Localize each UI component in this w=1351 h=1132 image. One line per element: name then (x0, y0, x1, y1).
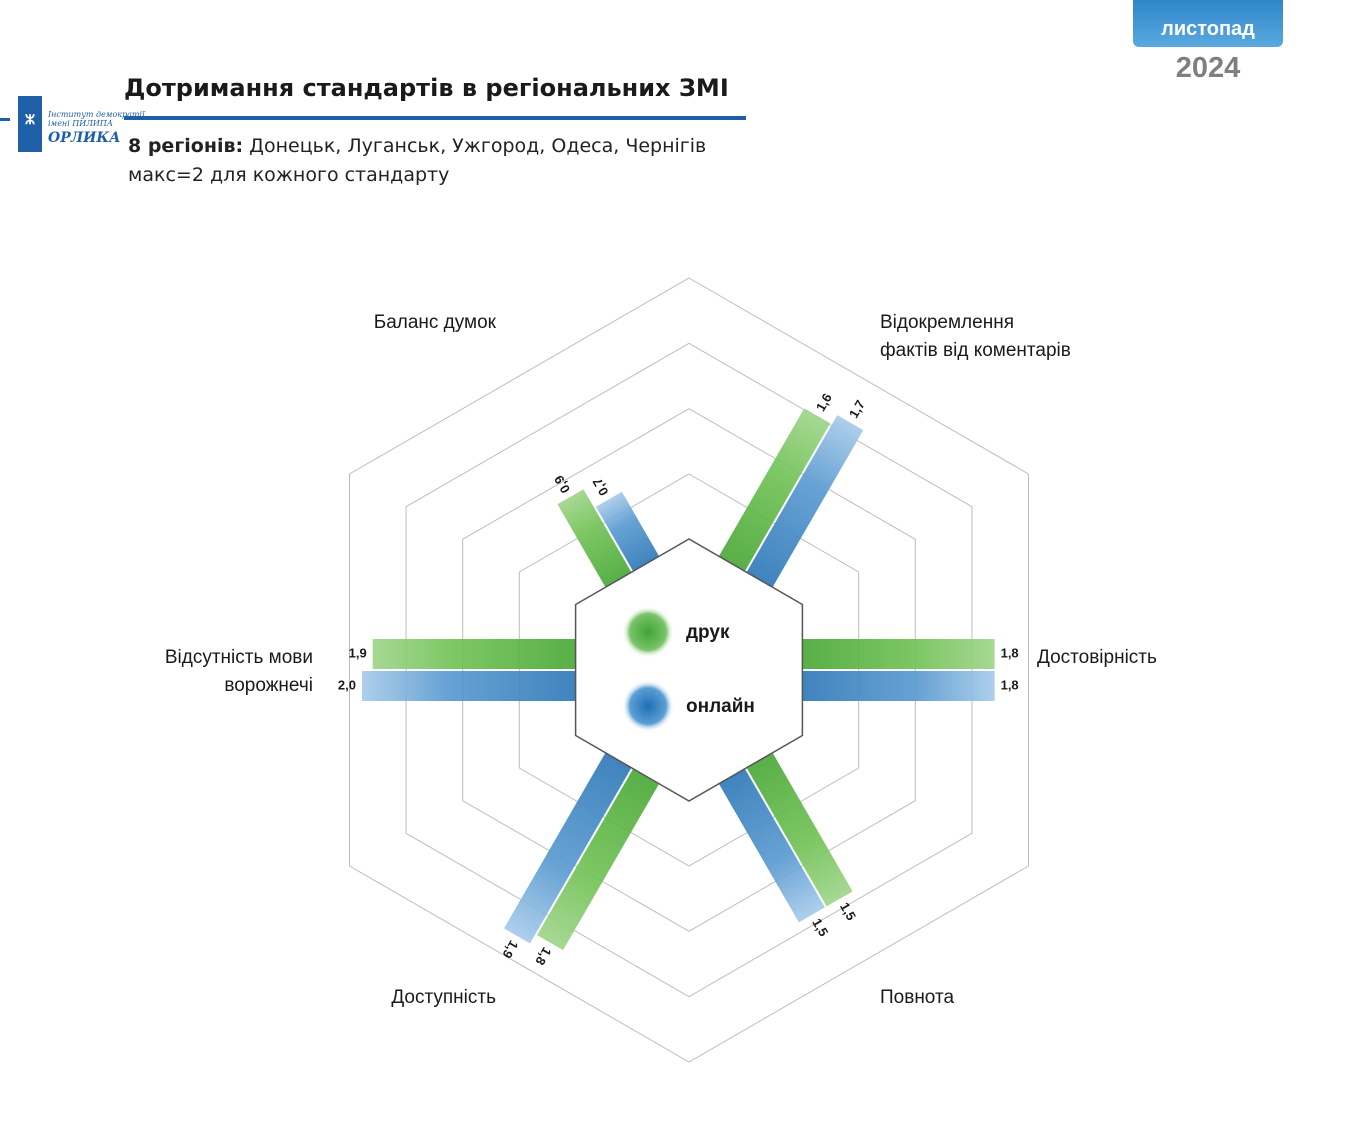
page-title: Дотримання стандартів в регіональних ЗМІ (124, 74, 729, 102)
chart-labels: Відокремлення фактів від коментарівДостов… (165, 312, 1157, 1008)
chart-center: друк онлайн (574, 538, 804, 802)
value-label: 1,7 (846, 397, 868, 420)
category-label-line: Відсутність мови (165, 647, 313, 668)
left-rule (0, 118, 10, 121)
category-label: Достовірність (1037, 647, 1157, 668)
bar-онлайн (802, 671, 995, 701)
month-badge: листопад (1133, 0, 1283, 47)
logo-mark-icon: ⵣ (18, 96, 42, 152)
month-label: листопад (1161, 18, 1255, 40)
subtitle-bold: 8 регіонів: (128, 135, 244, 157)
category-label: Доступність (391, 987, 496, 1008)
value-label: 1,5 (837, 900, 859, 923)
chart-bars: 1,6 1,7 1,8 1,8 1,5 1,5 1,8 1,9 1,9 2,0 0,9 0,7 (338, 391, 1019, 968)
category-label-line: Доступність (391, 987, 496, 1008)
bar-онлайн (595, 491, 660, 572)
grid-ring (462, 408, 916, 932)
category-label-line: Повнота (880, 987, 954, 1008)
category-label: Відсутність мови ворожнечі (165, 647, 313, 696)
category-label: Баланс думок (374, 312, 497, 333)
grid-ring (349, 277, 1029, 1063)
value-label: 0,9 (551, 473, 573, 496)
value-label: 1,8 (532, 945, 554, 968)
value-label: 1,8 (1001, 677, 1019, 692)
bar-друк (372, 639, 576, 669)
value-label: 0,7 (589, 475, 611, 498)
bar-друк (557, 489, 632, 588)
legend-print-swatch (622, 606, 674, 658)
title-rule (124, 116, 746, 120)
category-label-line: ворожнечі (224, 675, 313, 696)
bar-group: 1,8 (802, 671, 1019, 701)
category-label-line: Баланс думок (374, 312, 497, 333)
grid-ring (405, 342, 973, 998)
subtitle-note: макс=2 для кожного стандарту (128, 164, 450, 186)
value-label: 1,5 (809, 916, 831, 939)
value-label: 1,6 (813, 391, 835, 414)
center-hexagon (574, 538, 804, 802)
year-label: 2024 (1175, 52, 1241, 84)
grid-ring (518, 473, 860, 867)
value-label: 1,9 (499, 938, 521, 961)
bar-онлайн (504, 752, 632, 944)
category-label-line: Достовірність (1037, 647, 1157, 668)
bar-онлайн (746, 415, 864, 588)
category-label: Відокремлення фактів від коментарів (880, 312, 1071, 361)
bar-друк (746, 752, 853, 907)
subtitle: 8 регіонів: Донецьк, Луганськ, Ужгород, … (128, 132, 706, 190)
value-label: 1,9 (349, 645, 367, 660)
logo-name: ОРЛИКА (48, 130, 121, 146)
bar-group: 2,0 (338, 671, 576, 701)
bar-group: 1,9 (349, 639, 576, 669)
bar-друк (718, 408, 831, 572)
bar-друк (537, 768, 660, 951)
bar-онлайн (362, 671, 576, 701)
bar-друк (802, 639, 995, 669)
legend-print-label: друк (686, 622, 730, 643)
category-label-line: Відокремлення (880, 312, 1014, 333)
category-label: Повнота (880, 987, 954, 1008)
subtitle-regions: Донецьк, Луганськ, Ужгород, Одеса, Черні… (243, 135, 707, 157)
legend-online-swatch (622, 680, 674, 732)
bar-онлайн (718, 768, 825, 923)
legend-online-label: онлайн (686, 696, 755, 717)
value-label: 1,8 (1001, 645, 1019, 660)
bar-group: 1,8 (802, 639, 1019, 669)
value-label: 2,0 (338, 677, 356, 692)
category-label-line: фактів від коментарів (880, 340, 1071, 361)
